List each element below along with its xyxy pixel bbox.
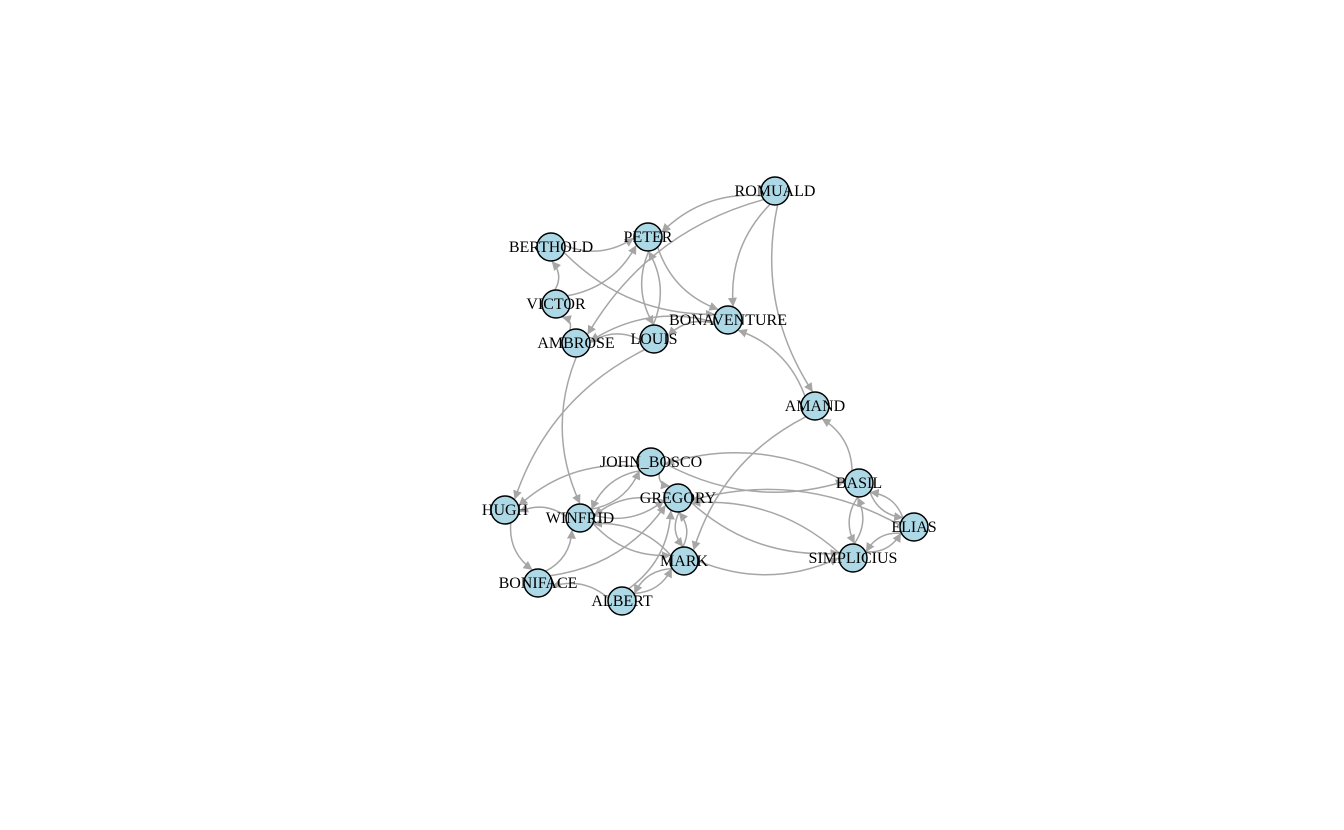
edge-basil-to-amand xyxy=(821,418,853,471)
node-berthold xyxy=(536,232,566,262)
edge-albert-to-boniface xyxy=(551,579,609,599)
edge-winfrid-to-mark xyxy=(592,522,671,561)
nodes xyxy=(490,176,929,616)
edge-romuald-to-peter xyxy=(661,194,762,233)
edge-mark-to-simplicius xyxy=(697,557,839,576)
edge-mark-to-gregory xyxy=(678,512,688,548)
node-label-louis: LOUIS xyxy=(630,331,677,348)
node-label-simplicius: SIMPLICIUS xyxy=(809,550,898,567)
node-basil xyxy=(844,468,874,498)
edge-basil-to-john-bosco xyxy=(665,452,846,483)
node-label-berthold: BERTHOLD xyxy=(509,239,593,256)
edge-mark-to-albert xyxy=(633,567,673,594)
node-bonaventure xyxy=(713,305,743,335)
edge-ambrose-to-winfrid xyxy=(561,356,581,504)
edge-gregory-to-simplicius xyxy=(690,501,840,559)
node-labels: ROMUALD PETER BERTHOLD VICTOR AMBROSE LOUIS BO… xyxy=(482,183,937,610)
edge-elias-to-basil xyxy=(869,488,904,519)
node-label-romuald: ROMUALD xyxy=(735,183,816,200)
edge-gregory-to-winfrid xyxy=(593,496,665,516)
node-label-amand: AMAND xyxy=(785,398,845,415)
node-john-bosco xyxy=(636,447,666,477)
edge-gregory-to-mark xyxy=(674,511,684,547)
node-label-ambrose: AMBROSE xyxy=(537,335,614,352)
node-louis xyxy=(639,324,669,354)
node-label-john-bosco: JOHN_BOSCO xyxy=(600,454,702,471)
edge-john-bosco-to-hugh xyxy=(518,464,638,506)
edge-amand-to-mark xyxy=(691,416,807,551)
edge-amand-to-bonaventure xyxy=(737,328,806,397)
node-label-mark: MARK xyxy=(660,553,708,570)
edge-simplicius-to-elias xyxy=(865,533,902,553)
edge-simplicius-to-gregory xyxy=(691,497,841,555)
node-elias xyxy=(899,512,929,542)
node-mark xyxy=(669,546,699,576)
edge-peter-to-bonaventure xyxy=(656,246,719,311)
node-label-elias: ELIAS xyxy=(891,519,936,536)
edge-romuald-to-ambrose xyxy=(587,198,765,335)
node-label-boniface: BONIFACE xyxy=(499,575,578,592)
edge-hugh-to-boniface xyxy=(509,522,533,570)
edge-john-bosco-to-gregory xyxy=(658,473,670,490)
node-peter xyxy=(633,222,663,252)
node-victor xyxy=(541,289,571,319)
edges xyxy=(509,194,904,599)
node-amand xyxy=(800,391,830,421)
edge-berthold-to-peter xyxy=(564,237,634,252)
node-label-basil: BASIL xyxy=(836,475,882,492)
node-label-bonaventure: BONAVENTURE xyxy=(669,312,787,329)
node-boniface xyxy=(523,568,553,598)
edge-mark-to-winfrid xyxy=(593,518,672,557)
edge-boniface-to-winfrid xyxy=(545,529,576,572)
edge-romuald-to-bonaventure xyxy=(727,203,771,307)
edge-elias-to-gregory xyxy=(692,488,901,526)
edge-berthold-to-bonaventure xyxy=(563,251,715,319)
node-label-victor: VICTOR xyxy=(526,296,586,313)
node-simplicius xyxy=(838,543,868,573)
edge-bonaventure-to-ambrose xyxy=(590,315,715,342)
edge-louis-to-ambrose xyxy=(590,333,641,343)
edge-victor-to-berthold xyxy=(551,261,562,291)
node-ambrose xyxy=(561,328,591,358)
edge-john-bosco-to-basil xyxy=(664,462,845,493)
edge-louis-to-hugh xyxy=(513,348,646,500)
edge-victor-to-peter xyxy=(567,245,637,297)
edge-ambrose-to-victor xyxy=(561,315,572,331)
edge-albert-to-gregory xyxy=(628,510,675,590)
node-gregory xyxy=(663,483,693,513)
node-label-winfrid: WINFRID xyxy=(546,510,614,527)
node-label-peter: PETER xyxy=(624,229,673,246)
node-romuald xyxy=(760,176,790,206)
node-label-gregory: GREGORY xyxy=(640,490,717,507)
edge-boniface-to-gregory xyxy=(549,505,666,577)
node-label-albert: ALBERT xyxy=(591,593,652,610)
node-hugh xyxy=(490,495,520,525)
edge-winfrid-to-hugh xyxy=(519,504,567,518)
edge-romuald-to-amand xyxy=(770,204,813,393)
edge-basil-to-simplicius xyxy=(846,496,859,544)
edge-bonaventure-to-louis xyxy=(667,320,715,336)
edge-simplicius-to-basil xyxy=(853,497,866,545)
node-winfrid xyxy=(565,503,595,533)
edge-basil-to-elias xyxy=(869,491,904,522)
node-label-hugh: HUGH xyxy=(482,502,529,519)
node-albert xyxy=(607,586,637,616)
edge-louis-to-peter xyxy=(648,251,662,326)
